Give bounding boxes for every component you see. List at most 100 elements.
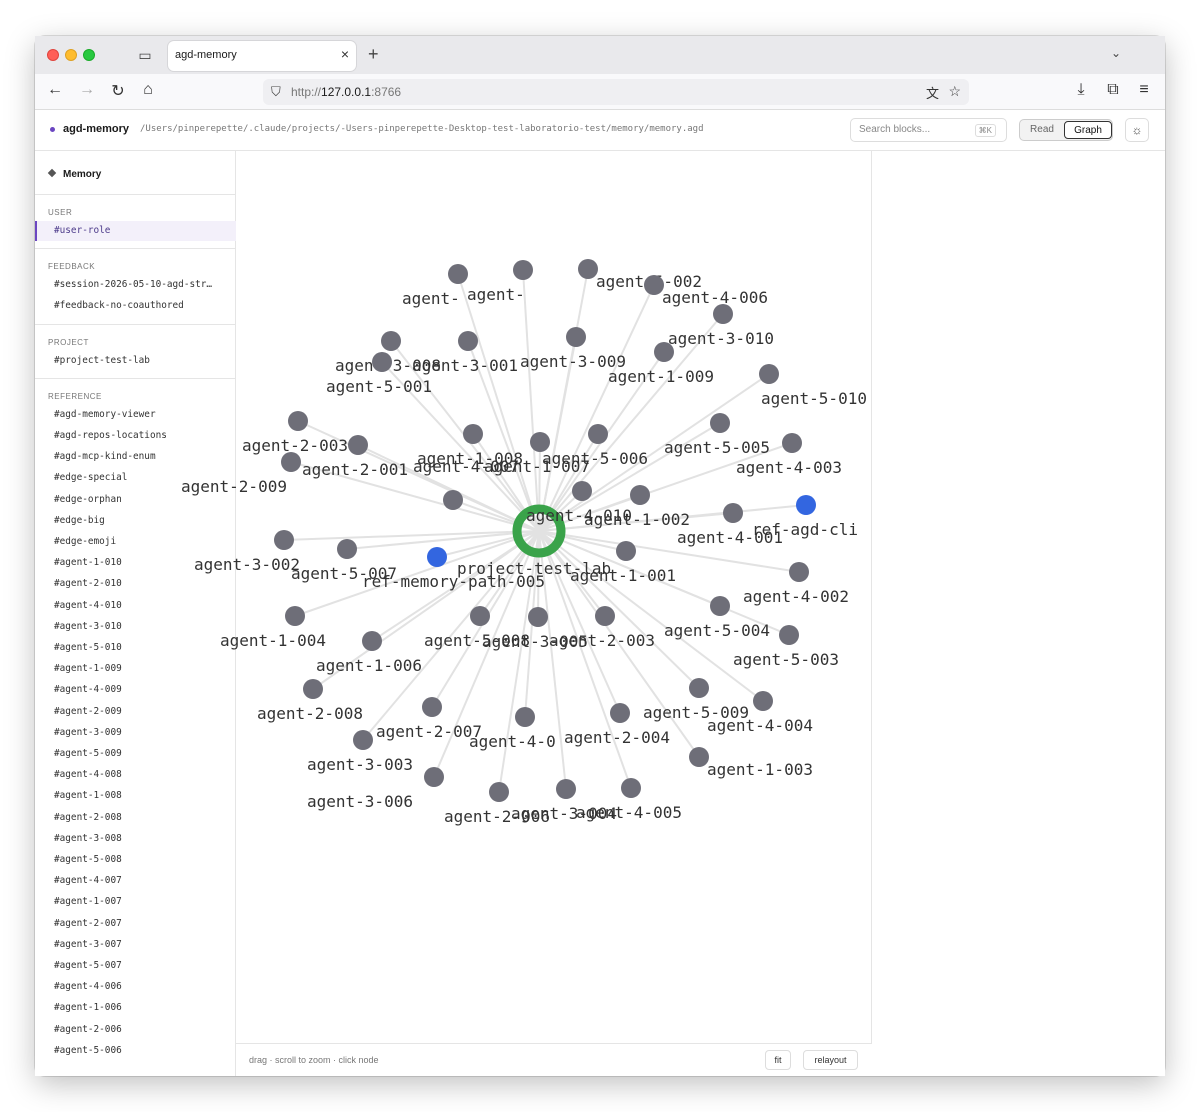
agent-node[interactable] (348, 435, 368, 455)
ref-node[interactable] (796, 495, 816, 515)
agent-node[interactable] (689, 678, 709, 698)
star-icon[interactable]: ☆ (948, 83, 961, 99)
agent-node[interactable] (578, 259, 598, 279)
sidebar-item[interactable]: #agent-4-010 (54, 599, 122, 611)
read-mode-button[interactable]: Read (1030, 124, 1054, 135)
home-icon[interactable]: ⌂ (143, 81, 153, 98)
agent-node[interactable] (303, 679, 323, 699)
agent-node[interactable] (337, 539, 357, 559)
agent-node[interactable] (285, 606, 305, 626)
agent-node[interactable] (621, 778, 641, 798)
sidebar-item[interactable]: #agent-4-006 (54, 981, 122, 993)
sidebar-item[interactable]: #agent-2-010 (54, 578, 122, 590)
close-window-button[interactable] (47, 49, 59, 61)
hub-node[interactable] (512, 504, 566, 558)
search-box[interactable]: ⌘K (850, 118, 1007, 142)
agent-node[interactable] (530, 432, 550, 452)
agent-node[interactable] (713, 304, 733, 324)
browser-tab[interactable]: agd-memory × (168, 41, 356, 71)
agent-node[interactable] (422, 697, 442, 717)
agent-node[interactable] (710, 413, 730, 433)
minimize-window-button[interactable] (65, 49, 77, 61)
maximize-window-button[interactable] (83, 49, 95, 61)
download-icon[interactable]: ⤓ (1077, 81, 1085, 98)
close-tab-icon[interactable]: × (340, 46, 349, 62)
sidebar-item[interactable]: #agent-1-010 (54, 557, 122, 569)
agent-node[interactable] (463, 424, 483, 444)
sidebar-item[interactable]: #edge-big (54, 514, 105, 526)
shield-icon[interactable]: ⛉ (271, 84, 281, 99)
sidebar-item[interactable]: #agent-2-007 (54, 917, 122, 929)
agent-node[interactable] (528, 607, 548, 627)
agent-node[interactable] (515, 707, 535, 727)
forward-arrow-icon[interactable]: → (79, 81, 95, 98)
sidebar-item[interactable]: #agent-5-010 (54, 642, 122, 653)
sidebar-item[interactable]: #agent-2-009 (54, 705, 122, 717)
url-bar[interactable]: ⛉ http://127.0.0.1:8766 文 ☆ (263, 79, 969, 105)
sidebar-item[interactable]: #agent-1-007 (54, 896, 122, 908)
agent-node[interactable] (689, 747, 709, 767)
agent-node[interactable] (588, 424, 608, 444)
sidebar-item[interactable]: #agd-repos-locations (54, 430, 167, 441)
agent-node[interactable] (782, 433, 802, 453)
agent-node[interactable] (723, 503, 743, 523)
sidebar-item[interactable]: #session-2026-05-10-agd-str… (54, 279, 213, 291)
agent-node[interactable] (616, 541, 636, 561)
sidebar-item[interactable]: #edge-orphan (54, 493, 122, 505)
sidebar-item[interactable]: #agent-2-008 (54, 811, 122, 823)
sidebar-item[interactable]: #agent-2-006 (54, 1023, 122, 1035)
chevron-down-icon[interactable]: ⌄ (1110, 46, 1121, 60)
relayout-button[interactable]: relayout (803, 1050, 858, 1070)
agent-node[interactable] (470, 606, 490, 626)
graph-view[interactable]: agent-5-002agent-4-006agent-3-010agent-5… (181, 151, 872, 1076)
agent-node[interactable] (443, 490, 463, 510)
graph-mode-button[interactable]: Graph (1064, 121, 1112, 139)
agent-node[interactable] (654, 342, 674, 362)
graph-canvas[interactable]: agent-5-002agent-4-006agent-3-010agent-5… (181, 151, 872, 1043)
agent-node[interactable] (753, 691, 773, 711)
sidebar-item[interactable]: #edge-emoji (54, 536, 117, 547)
sidebar-item[interactable]: #project-test-lab (54, 354, 150, 366)
agent-node[interactable] (448, 264, 468, 284)
sidebar-item[interactable]: #agent-1-009 (54, 663, 122, 675)
agent-node[interactable] (610, 703, 630, 723)
fit-button[interactable]: fit (765, 1050, 791, 1070)
ref-node[interactable] (427, 547, 447, 567)
sidebar-item[interactable]: #agd-mcp-kind-enum (54, 451, 156, 463)
agent-node[interactable] (458, 331, 478, 351)
agent-node[interactable] (566, 327, 586, 347)
sidebar-item[interactable]: #agent-4-007 (54, 875, 122, 887)
agent-node[interactable] (424, 767, 444, 787)
sidebar-item[interactable]: #agent-5-006 (54, 1044, 122, 1056)
sidebar-item[interactable]: #user-role (35, 221, 236, 241)
sidebar-item[interactable]: #agent-4-008 (54, 769, 122, 781)
settings-gear-icon[interactable]: ☼ (1125, 118, 1149, 142)
sidebar-item[interactable]: #feedback-no-coauthored (54, 300, 184, 312)
back-arrow-icon[interactable]: ← (47, 81, 63, 98)
tab-overview-icon[interactable]: ▭ (138, 47, 152, 63)
agent-node[interactable] (288, 411, 308, 431)
agent-node[interactable] (572, 481, 592, 501)
agent-node[interactable] (595, 606, 615, 626)
sidebar-item[interactable]: #agent-5-009 (54, 748, 122, 759)
sidebar-item[interactable]: #agent-5-008 (54, 854, 122, 865)
sidebar-item[interactable]: #agent-1-008 (54, 790, 122, 802)
reload-icon[interactable]: ↻ (111, 83, 125, 100)
sidebar-item[interactable]: #agent-4-009 (54, 684, 122, 696)
sidebar-item[interactable]: #agent-1-006 (54, 1002, 122, 1014)
agent-node[interactable] (513, 260, 533, 280)
agent-node[interactable] (644, 275, 664, 295)
sidebar-item[interactable]: #agent-3-009 (54, 726, 122, 738)
sidebar-item[interactable]: #agent-3-007 (54, 938, 122, 950)
translate-icon[interactable]: 文 (925, 86, 939, 101)
agent-node[interactable] (372, 352, 392, 372)
agent-node[interactable] (789, 562, 809, 582)
sidebar-item[interactable]: #agent-3-008 (54, 832, 122, 844)
new-tab-icon[interactable]: + (368, 44, 379, 64)
agent-node[interactable] (381, 331, 401, 351)
menu-icon[interactable]: ≡ (1139, 81, 1149, 98)
sidebar-item[interactable]: #agent-3-010 (54, 620, 122, 632)
agent-node[interactable] (556, 779, 576, 799)
agent-node[interactable] (362, 631, 382, 651)
agent-node[interactable] (489, 782, 509, 802)
